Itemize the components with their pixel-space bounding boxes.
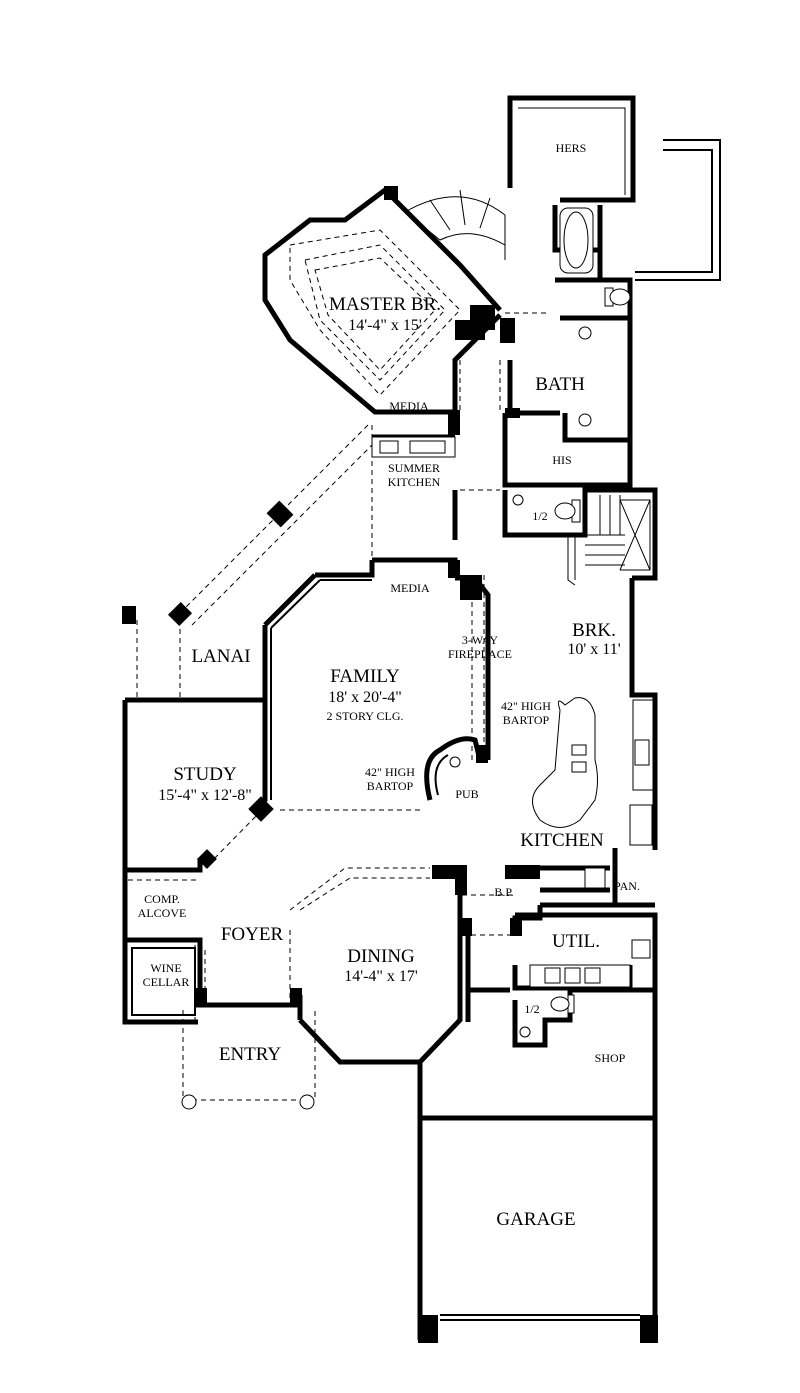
label-family-name: FAMILY: [330, 666, 400, 687]
label-garage: GARAGE: [496, 1209, 575, 1230]
label-bartop-left-2: BARTOP: [367, 779, 414, 793]
fixtures: [181, 189, 654, 1110]
label-media-top: MEDIA: [389, 399, 429, 413]
label-shop: SHOP: [595, 1051, 626, 1065]
label-comp-2: ALCOVE: [138, 906, 187, 920]
wall-blocks: [122, 186, 658, 1343]
label-bp: B.P.: [494, 885, 513, 899]
label-brk-dims: 10' x 11': [567, 641, 620, 658]
label-bartop-right-2: BARTOP: [503, 713, 550, 727]
room-labels: HERS MASTER BR. 14'-4" x 15' BATH MEDIA …: [138, 141, 640, 1230]
master-ceiling: [289, 229, 461, 396]
label-wine-1: WINE: [150, 961, 181, 975]
label-summer-2: KITCHEN: [388, 475, 441, 489]
label-summer-1: SUMMER: [388, 461, 440, 475]
label-kitchen: KITCHEN: [520, 830, 604, 851]
label-dining-name: DINING: [347, 946, 415, 967]
label-bath: BATH: [535, 374, 585, 395]
label-bartop-left-1: 42" HIGH: [365, 765, 415, 779]
label-master-dims: 14'-4" x 15': [348, 317, 422, 334]
label-dining-dims: 14'-4" x 17': [344, 968, 418, 985]
label-his: HIS: [552, 453, 571, 467]
label-lanai: LANAI: [191, 646, 250, 667]
label-family-note: 2 STORY CLG.: [326, 709, 403, 723]
label-pan: PAN.: [614, 879, 640, 893]
label-master-name: MASTER BR.: [329, 294, 441, 315]
label-half-bath-2: 1/2: [524, 1002, 539, 1016]
label-brk-name: BRK.: [572, 620, 616, 641]
label-entry: ENTRY: [219, 1044, 282, 1065]
label-comp-1: COMP.: [144, 892, 180, 906]
label-util: UTIL.: [552, 931, 600, 952]
label-media-mid: MEDIA: [390, 581, 430, 595]
label-fireplace-1: 3-WAY: [462, 633, 499, 647]
label-wine-2: CELLAR: [143, 975, 190, 989]
label-half-bath-1: 1/2: [532, 509, 547, 523]
label-foyer: FOYER: [221, 924, 284, 945]
label-fireplace-2: FIREPLACE: [448, 647, 512, 661]
label-study-name: STUDY: [173, 764, 237, 785]
walls: [122, 95, 721, 1340]
label-family-dims: 18' x 20'-4": [328, 689, 402, 706]
label-study-dims: 15'-4" x 12'-8": [158, 787, 251, 804]
label-bartop-right-1: 42" HIGH: [501, 699, 551, 713]
label-hers: HERS: [556, 141, 587, 155]
label-pub: PUB: [455, 787, 478, 801]
